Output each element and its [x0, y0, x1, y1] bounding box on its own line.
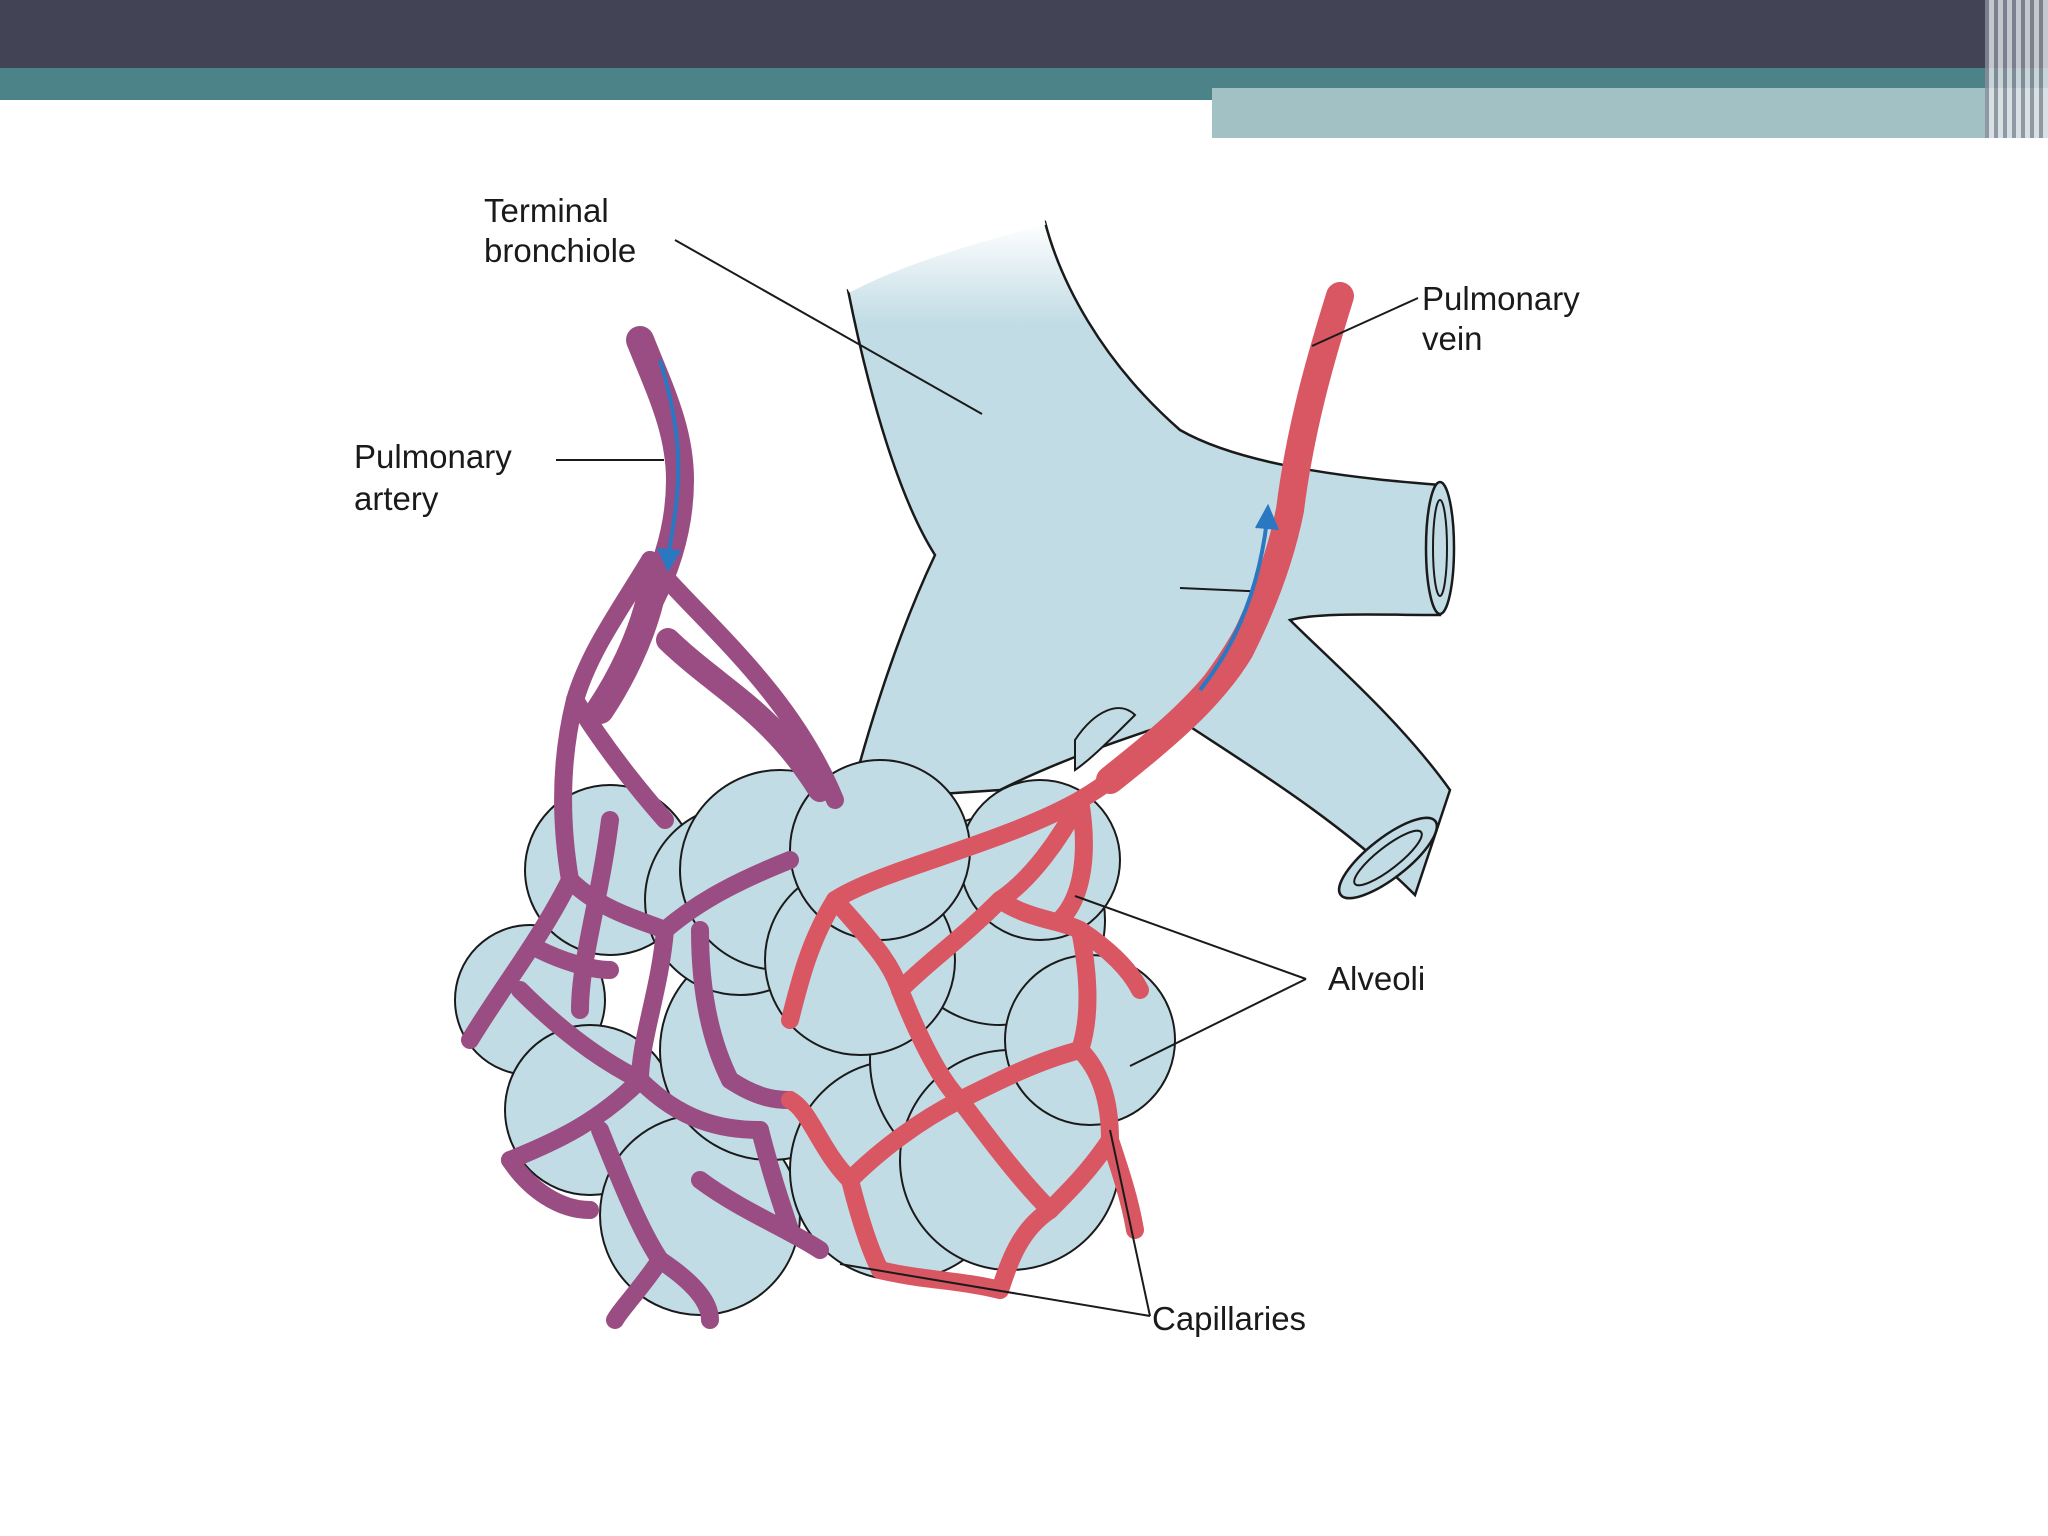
header-dark-band: [0, 0, 2048, 68]
alveoli-leader-upper: [1074, 895, 1307, 980]
vein-flow-arrow: [1255, 503, 1279, 531]
capillaries-label: Capillaries: [1152, 1300, 1306, 1337]
pulmonary-artery-vessel: [586, 326, 832, 802]
capillaries-leader-left: [839, 1263, 1151, 1317]
alveoli-leader-lower: [1129, 978, 1307, 1067]
pulmonary-vein-leader: [1311, 297, 1419, 347]
header-light-band: [1212, 88, 2048, 138]
leader-lines: [556, 239, 1419, 1317]
pulmonary-vein-label-line2: vein: [1422, 320, 1483, 357]
terminal-bronchiole-label-line1: Terminal: [484, 192, 609, 229]
header-corner-stripes: [1985, 0, 2048, 138]
capillaries-leader-right: [1109, 1129, 1151, 1317]
pulmonary-vein-vessel: [1096, 282, 1354, 794]
terminal-bronchiole-airway: [846, 219, 1456, 900]
terminal-bronchiole-leader: [674, 239, 983, 415]
pulmonary-artery-label-line2: artery: [354, 480, 439, 517]
terminal-bronchiole-label-line2: bronchiole: [484, 232, 636, 269]
alveoli-label: Alveoli: [1328, 960, 1425, 997]
pulmonary-vein-label-line1: Pulmonary: [1422, 280, 1580, 317]
artery-flow-arrow: [657, 547, 681, 573]
slide-header-bar: [0, 0, 2048, 140]
pulmonary-artery-label-line1: Pulmonary: [354, 438, 512, 475]
